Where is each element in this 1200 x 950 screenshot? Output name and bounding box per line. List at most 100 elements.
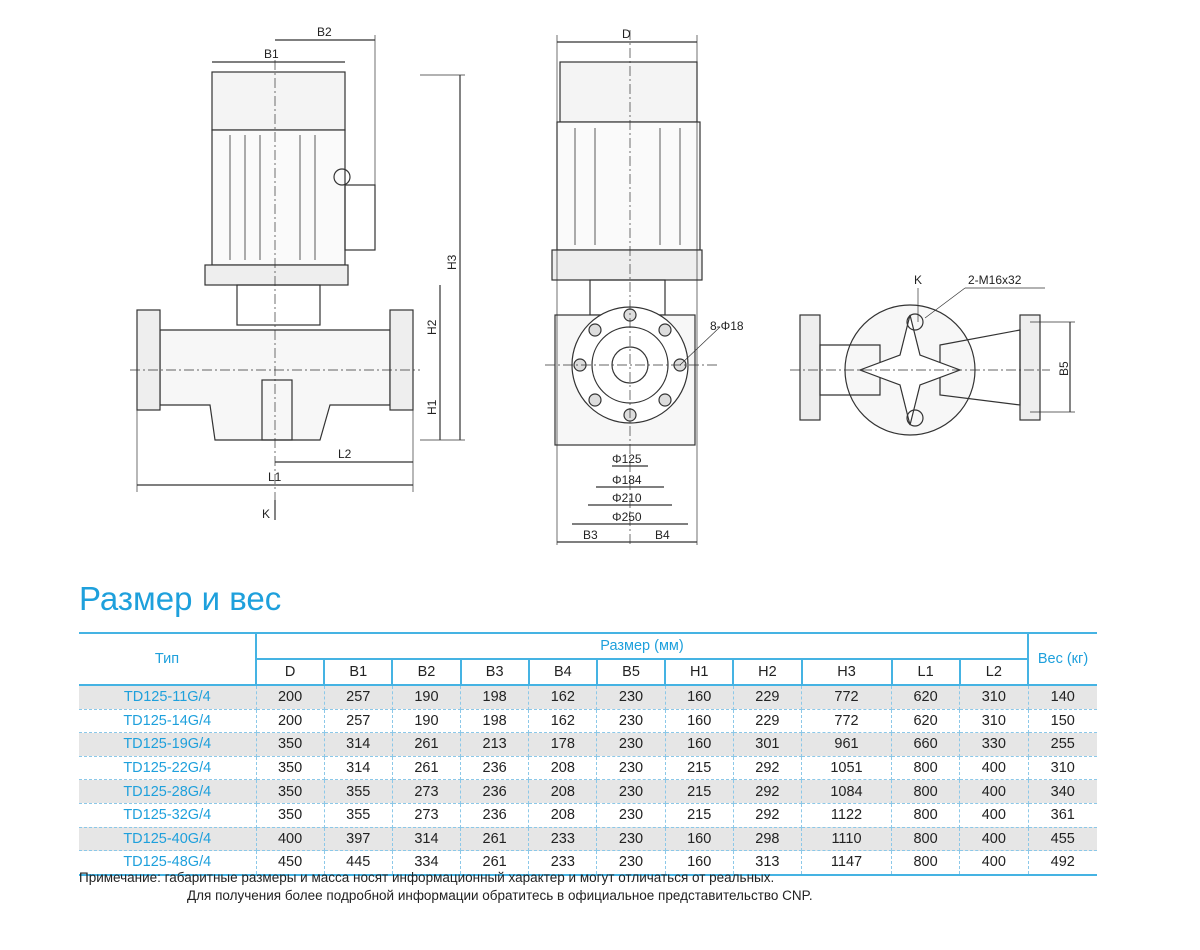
side-view: D 8-Φ18 Φ125 Φ184 Φ210 Φ250 B3 B4: [545, 27, 744, 545]
cell-b5: 230: [596, 732, 666, 757]
label-d: D: [622, 27, 631, 41]
column-header-b4: B4: [528, 658, 598, 685]
cell-d: 350: [256, 756, 325, 781]
cell-h1: 215: [665, 803, 734, 828]
label-l2: L2: [338, 447, 352, 461]
cell-type: TD125-40G/4: [79, 827, 257, 852]
cell-h3: 772: [801, 709, 892, 734]
cell-h3: 1051: [801, 756, 892, 781]
cell-h3: 961: [801, 732, 892, 757]
label-d125: Φ125: [612, 452, 642, 466]
cell-b3: 261: [460, 850, 530, 876]
cell-h1: 160: [665, 827, 734, 852]
header-weight: Вес (кг): [1027, 633, 1097, 685]
label-h3: H3: [445, 254, 459, 270]
cell-b4: 162: [528, 709, 598, 734]
cell-b1: 355: [324, 803, 393, 828]
cell-weight: 310: [1028, 756, 1097, 781]
cell-d: 200: [256, 685, 325, 710]
cell-h1: 160: [665, 850, 734, 876]
cell-b2: 261: [392, 756, 462, 781]
cell-d: 200: [256, 709, 325, 734]
cell-d: 400: [256, 827, 325, 852]
header-size: Размер (мм): [600, 638, 684, 654]
section-title: Размер и вес: [79, 580, 282, 617]
cell-weight: 255: [1028, 732, 1097, 757]
label-d250: Φ250: [612, 510, 642, 524]
cell-l1: 800: [891, 803, 961, 828]
cell-l1: 620: [891, 709, 961, 734]
front-view: B1 B2 H3 H2 H1 L2 L1 K: [130, 25, 465, 521]
cell-type: TD125-28G/4: [79, 779, 257, 804]
cell-h2: 229: [733, 709, 803, 734]
cell-b3: 261: [460, 827, 530, 852]
label-b3: B3: [583, 528, 598, 542]
cell-weight: 150: [1028, 709, 1097, 734]
cell-h2: 229: [733, 685, 803, 710]
cell-h2: 292: [733, 803, 803, 828]
cell-type: TD125-32G/4: [79, 803, 257, 828]
cell-l1: 800: [891, 827, 961, 852]
cell-b2: 261: [392, 732, 462, 757]
cell-b5: 230: [596, 850, 666, 876]
cell-h1: 160: [665, 685, 734, 710]
cell-h1: 160: [665, 732, 734, 757]
note-line-1: Примечание: габаритные размеры и масса н…: [79, 870, 775, 885]
cell-b1: 355: [324, 779, 393, 804]
cell-h2: 298: [733, 827, 803, 852]
cell-b2: 190: [392, 685, 462, 710]
cell-b2: 273: [392, 803, 462, 828]
label-b5: B5: [1057, 361, 1071, 376]
cell-weight: 492: [1028, 850, 1097, 876]
cell-b1: 257: [324, 685, 393, 710]
column-header-d: D: [256, 658, 326, 685]
cell-b2: 334: [392, 850, 462, 876]
cell-l2: 400: [959, 756, 1029, 781]
cell-b4: 233: [528, 850, 598, 876]
column-header-h1: H1: [665, 658, 735, 685]
cell-h2: 292: [733, 756, 803, 781]
label-holes: 8-Φ18: [710, 319, 744, 333]
cell-type: TD125-14G/4: [79, 709, 257, 734]
cell-l2: 310: [959, 709, 1029, 734]
cell-l1: 800: [891, 779, 961, 804]
note-line-2: Для получения более подробной информации…: [187, 888, 813, 903]
cell-b5: 230: [596, 709, 666, 734]
cell-weight: 340: [1028, 779, 1097, 804]
cell-b2: 190: [392, 709, 462, 734]
cell-l2: 400: [959, 827, 1029, 852]
cell-b5: 230: [596, 779, 666, 804]
cell-h3: 1084: [801, 779, 892, 804]
cell-weight: 455: [1028, 827, 1097, 852]
cell-l1: 660: [891, 732, 961, 757]
column-header-l2: L2: [959, 658, 1030, 685]
cell-l2: 400: [959, 803, 1029, 828]
column-header-b2: B2: [392, 658, 462, 685]
cell-b3: 198: [460, 685, 530, 710]
cell-d: 350: [256, 779, 325, 804]
label-k: K: [262, 507, 270, 521]
column-header-h3: H3: [801, 658, 893, 685]
cell-b4: 178: [528, 732, 598, 757]
cell-b4: 208: [528, 803, 598, 828]
cell-b3: 236: [460, 803, 530, 828]
cell-h3: 772: [801, 685, 892, 710]
cell-b5: 230: [596, 685, 666, 710]
cell-h2: 292: [733, 779, 803, 804]
cell-h2: 301: [733, 732, 803, 757]
cell-b2: 273: [392, 779, 462, 804]
column-header-b1: B1: [324, 658, 394, 685]
cell-l2: 330: [959, 732, 1029, 757]
cell-h3: 1122: [801, 803, 892, 828]
cell-l1: 800: [891, 850, 961, 876]
column-header-b5: B5: [596, 658, 667, 685]
cell-l2: 400: [959, 850, 1029, 876]
column-header-h2: H2: [733, 658, 803, 685]
